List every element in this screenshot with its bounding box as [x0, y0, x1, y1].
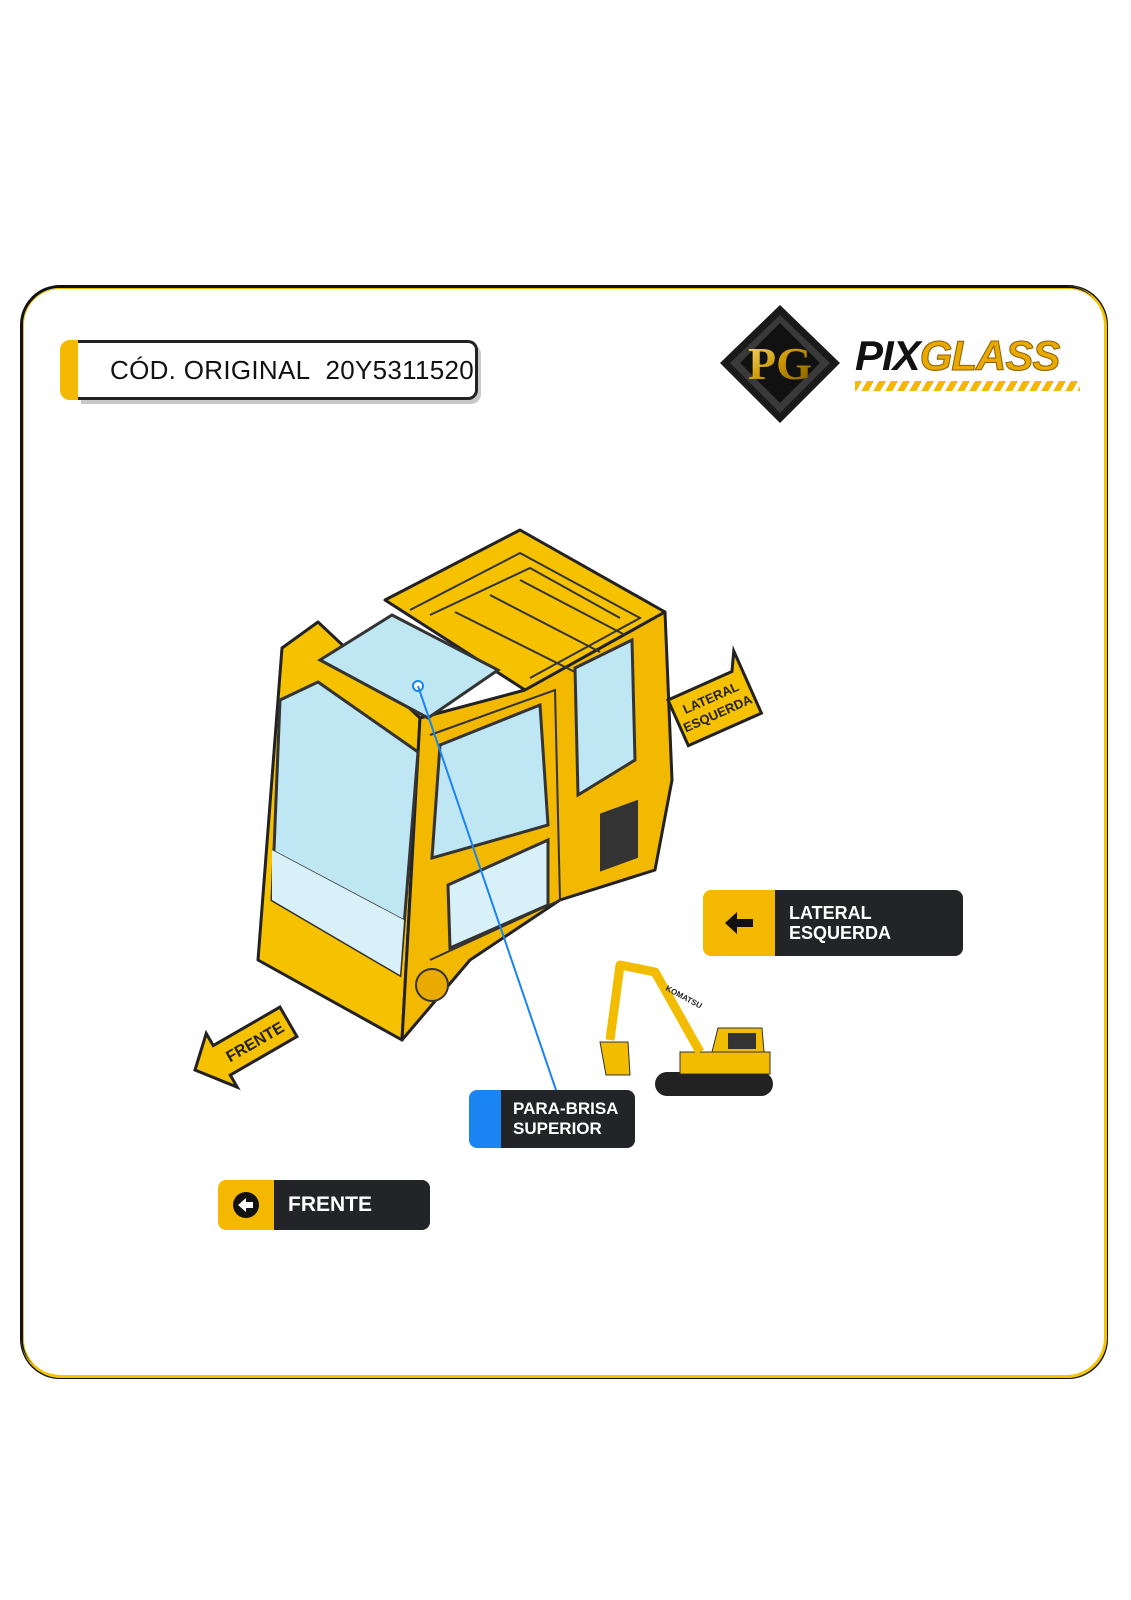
pg-monogram-text: PG [748, 338, 812, 389]
legend-lateral-line2: ESQUERDA [789, 923, 892, 943]
door-window-upper [430, 702, 550, 861]
highlight-marker [469, 1090, 501, 1148]
legend-parabrisa-line1: PARA-BRISA [513, 1099, 619, 1118]
pg-monogram-icon: PG [720, 305, 840, 423]
original-code-label: CÓD. ORIGINAL [110, 355, 311, 385]
original-code-text: CÓD. ORIGINAL 20Y5311520 [110, 355, 474, 386]
legend-lateral-esquerda: LATERAL ESQUERDA [703, 890, 963, 956]
legend-parabrisa-line2: SUPERIOR [513, 1119, 602, 1138]
code-box-tab [60, 340, 82, 400]
brand-word-pix: PIX [855, 332, 921, 379]
brand-stripe [855, 381, 1080, 391]
legend-parabrisa-label: PARA-BRISA SUPERIOR [501, 1090, 635, 1148]
roof-details [409, 551, 643, 679]
arrow-left-icon [703, 890, 775, 956]
frente-sign: FRENTE [193, 1005, 299, 1091]
leader-line [417, 685, 557, 1091]
pixglass-logo: PG PIXGLASS [720, 305, 1080, 430]
excavator-illustration: KOMATSU [599, 960, 773, 1096]
rear-side-window [573, 637, 637, 798]
legend-frente-label: FRENTE [274, 1180, 430, 1230]
legend-para-brisa-superior: PARA-BRISA SUPERIOR [469, 1090, 635, 1148]
original-code-box: CÓD. ORIGINAL 20Y5311520 [60, 340, 480, 400]
legend-lateral-label: LATERAL ESQUERDA [775, 890, 963, 956]
upper-windshield-glass [317, 613, 501, 720]
code-box-body: CÓD. ORIGINAL 20Y5311520 [78, 340, 478, 400]
brand-wordmark: PIXGLASS [855, 332, 1061, 380]
original-code-value: 20Y5311520 [325, 355, 474, 385]
lateral-sign: LATERAL ESQUERDA [666, 645, 764, 748]
legend-frente: FRENTE [218, 1180, 430, 1230]
legend-frente-text: FRENTE [288, 1193, 372, 1216]
legend-lateral-line1: LATERAL [789, 903, 872, 923]
brand-word-glass: GLASS [919, 332, 1061, 380]
circle-arrow-left-icon [218, 1180, 274, 1230]
